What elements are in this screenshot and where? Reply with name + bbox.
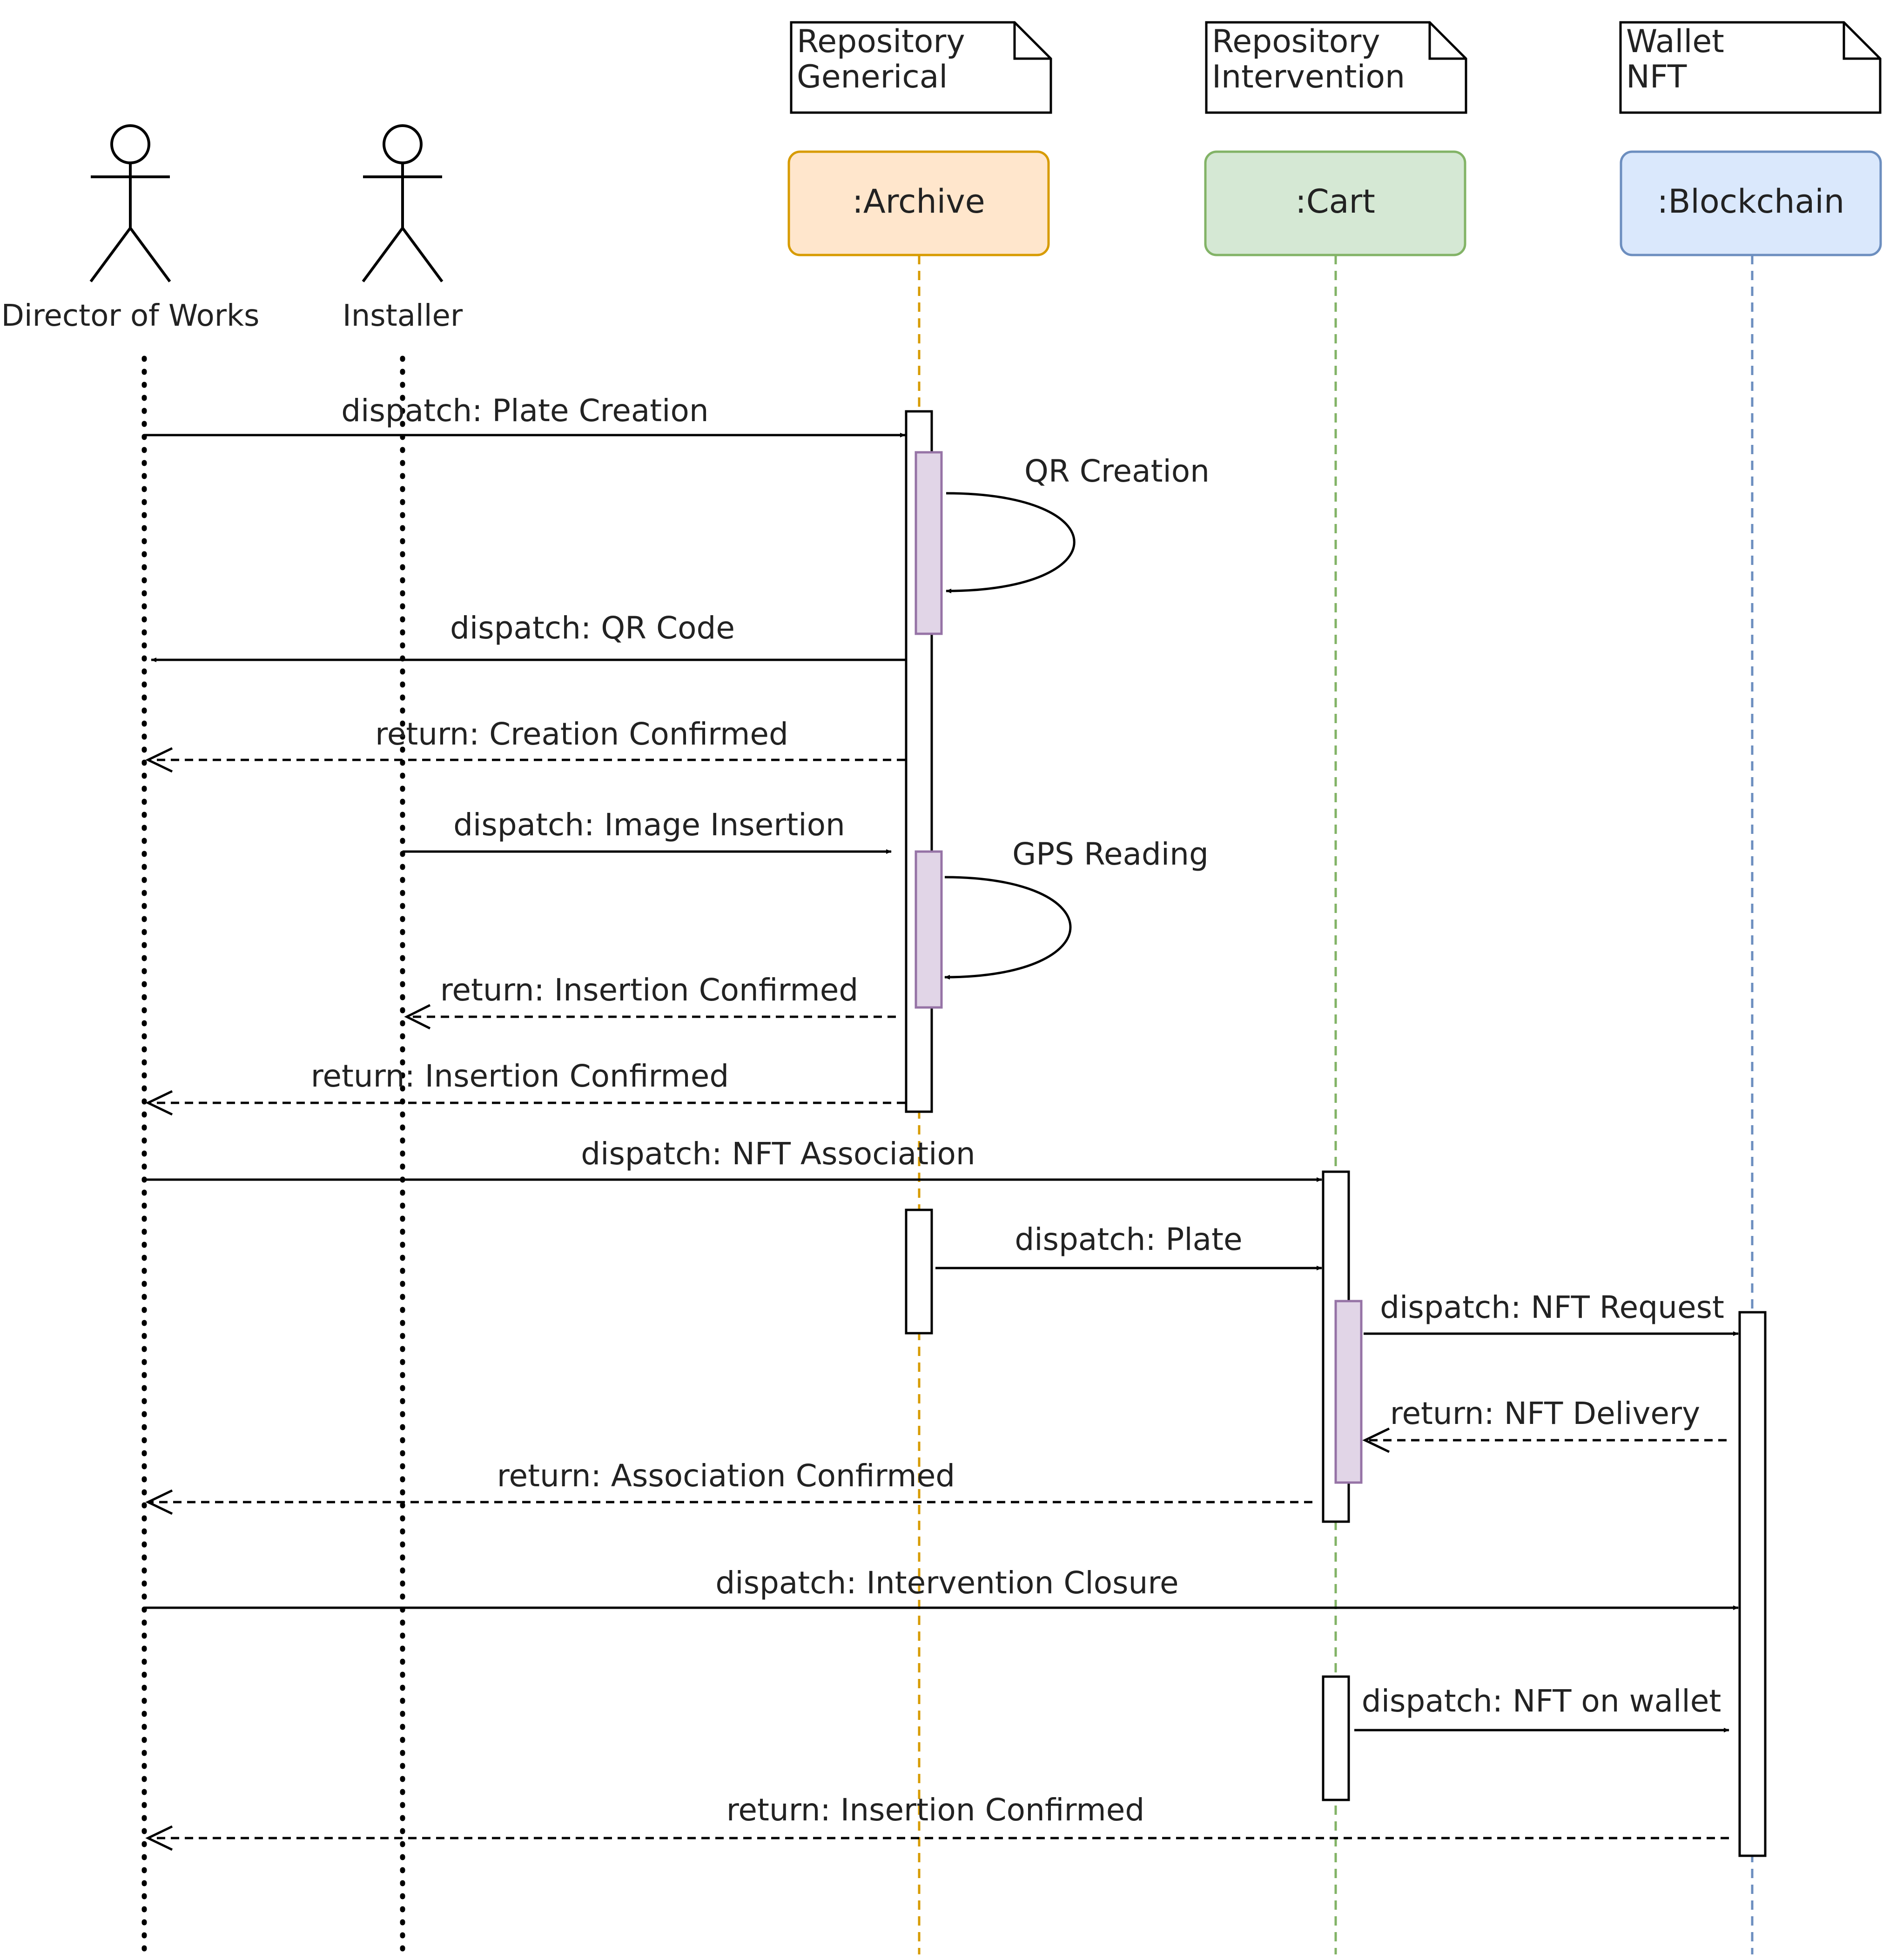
msg-nft-request-label: dispatch: NFT Request: [1380, 1289, 1724, 1325]
blockchain-activation-main: [1738, 1311, 1767, 1857]
msg-nft-association-label: dispatch: NFT Association: [581, 1136, 975, 1172]
archive-note-line-2: Generical: [797, 59, 948, 95]
msg-image-insertion-label: dispatch: Image Insertion: [453, 807, 845, 843]
installer-actor: [362, 124, 444, 282]
archive-note-line-1: Repository: [797, 23, 965, 60]
msg-insertion-confirmed-director-label: return: Insertion Confirmed: [311, 1058, 729, 1094]
blockchain-box: [1620, 150, 1882, 256]
archive-box: [787, 150, 1050, 256]
msg-insertion-confirmed-installer-label: return: Insertion Confirmed: [440, 972, 858, 1008]
cart-box: [1204, 150, 1466, 256]
msg-association-confirmed-label: return: Association Confirmed: [497, 1458, 955, 1494]
archive-note: Repository Generical: [790, 21, 1052, 114]
msg-creation-confirmed-head: [145, 747, 173, 773]
msg-insertion-confirmed-director-head: [145, 1090, 173, 1116]
msg-intervention-closure-label: dispatch: Intervention Closure: [715, 1565, 1178, 1601]
msg-plate-label: dispatch: Plate: [1015, 1222, 1242, 1257]
msg-final-insertion-confirmed-head: [145, 1825, 173, 1851]
director-label: Director of Works: [1, 299, 260, 333]
msg-nft-on-wallet-label: dispatch: NFT on wallet: [1362, 1683, 1721, 1719]
msg-nft-delivery-label: return: NFT Delivery: [1390, 1396, 1700, 1431]
cart-note-line-2: Intervention: [1212, 59, 1405, 95]
blockchain-label: :Blockchain: [1657, 182, 1844, 221]
cart-note-line-1: Repository: [1212, 23, 1380, 60]
msg-gps-reading-label: GPS Reading: [1012, 836, 1209, 872]
msg-plate-creation-label: dispatch: Plate Creation: [341, 393, 708, 429]
cart-label: :Cart: [1295, 182, 1375, 221]
archive-label: :Archive: [852, 182, 985, 221]
blockchain-note-line-1: Wallet: [1626, 23, 1724, 60]
director-head-icon: [110, 124, 150, 164]
archive-activation-gps: [915, 850, 943, 1009]
installer-label: Installer: [343, 299, 463, 333]
archive-activation-plate: [905, 1208, 933, 1335]
msg-association-confirmed-head: [145, 1489, 173, 1515]
msg-insertion-confirmed-installer-head: [404, 1004, 431, 1030]
msg-nft-delivery-head: [1362, 1427, 1390, 1453]
cart-activation-wallet: [1322, 1675, 1350, 1801]
msg-creation-confirmed-label: return: Creation Confirmed: [375, 716, 788, 752]
blockchain-note-line-2: NFT: [1626, 59, 1687, 95]
blockchain-note: Wallet NFT: [1619, 21, 1882, 114]
archive-activation-qr: [915, 451, 943, 635]
msg-final-insertion-confirmed-label: return: Insertion Confirmed: [726, 1792, 1144, 1828]
cart-activation-nft: [1334, 1300, 1363, 1484]
msg-qr-creation-label: QR Creation: [1024, 453, 1210, 489]
cart-note: Repository Intervention: [1205, 21, 1467, 114]
msg-qr-creation-arrow: [946, 492, 1076, 593]
msg-gps-reading-arrow: [944, 876, 1072, 980]
installer-head-icon: [383, 124, 423, 164]
msg-qr-code-label: dispatch: QR Code: [450, 610, 735, 646]
director-actor: [89, 124, 171, 282]
